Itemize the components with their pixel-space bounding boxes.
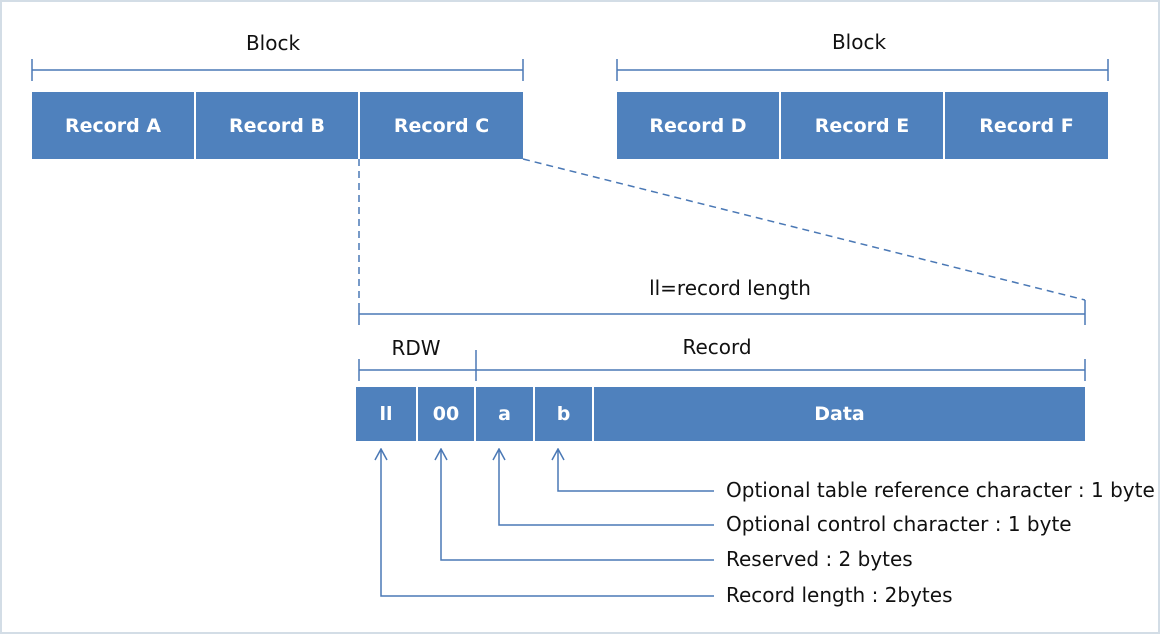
field-a-box: a — [476, 387, 533, 441]
arrow-00 — [441, 449, 714, 561]
field-b-box: b — [535, 387, 592, 441]
arrow-a — [499, 449, 714, 526]
block-left-label: Block — [245, 31, 301, 55]
annotation-control-character: Optional control character : 1 byte — [726, 512, 1072, 536]
block-right-label: Block — [831, 30, 887, 54]
record-c-box: Record C — [360, 92, 523, 159]
annotation-reserved: Reserved : 2 bytes — [726, 547, 913, 571]
annotation-record-length: Record length : 2bytes — [726, 583, 953, 607]
zoom-line-right — [522, 158, 1086, 301]
field-00-box: 00 — [418, 387, 474, 441]
field-ll-box: ll — [356, 387, 416, 441]
record-f-box: Record F — [945, 92, 1108, 159]
rdw-label: RDW — [391, 336, 441, 360]
field-data-box: Data — [594, 387, 1085, 441]
annotation-table-reference: Optional table reference character : 1 b… — [726, 478, 1155, 502]
arrow-ll — [381, 449, 714, 597]
record-label: Record — [682, 335, 752, 359]
record-b-box: Record B — [196, 92, 358, 159]
record-length-label: ll=record length — [649, 276, 811, 300]
record-d-box: Record D — [617, 92, 779, 159]
record-e-box: Record E — [781, 92, 943, 159]
arrow-b — [558, 449, 714, 492]
record-a-box: Record A — [32, 92, 194, 159]
